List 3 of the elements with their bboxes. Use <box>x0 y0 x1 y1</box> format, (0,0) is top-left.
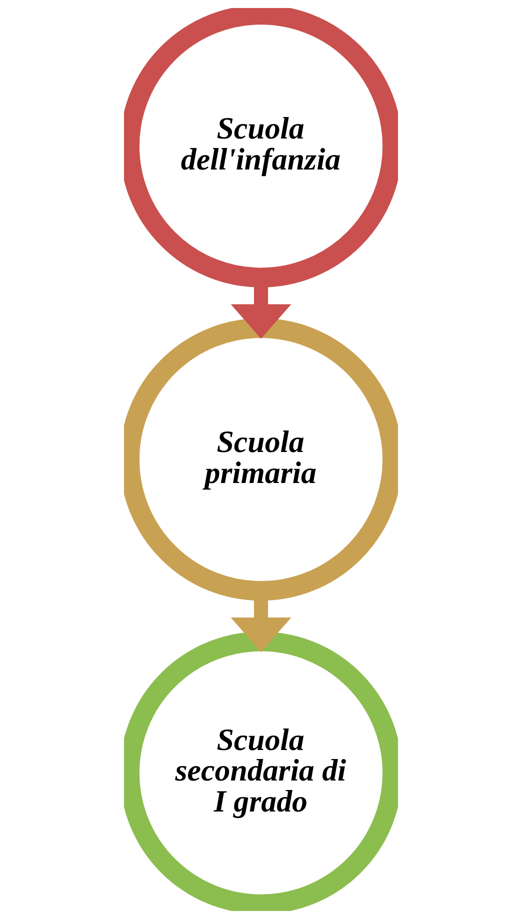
node-circle: Scuola dell'infanzia <box>124 8 398 288</box>
node-circle: Scuola secondaria di I grado <box>124 632 398 911</box>
node-circle: Scuola primaria <box>124 318 398 601</box>
